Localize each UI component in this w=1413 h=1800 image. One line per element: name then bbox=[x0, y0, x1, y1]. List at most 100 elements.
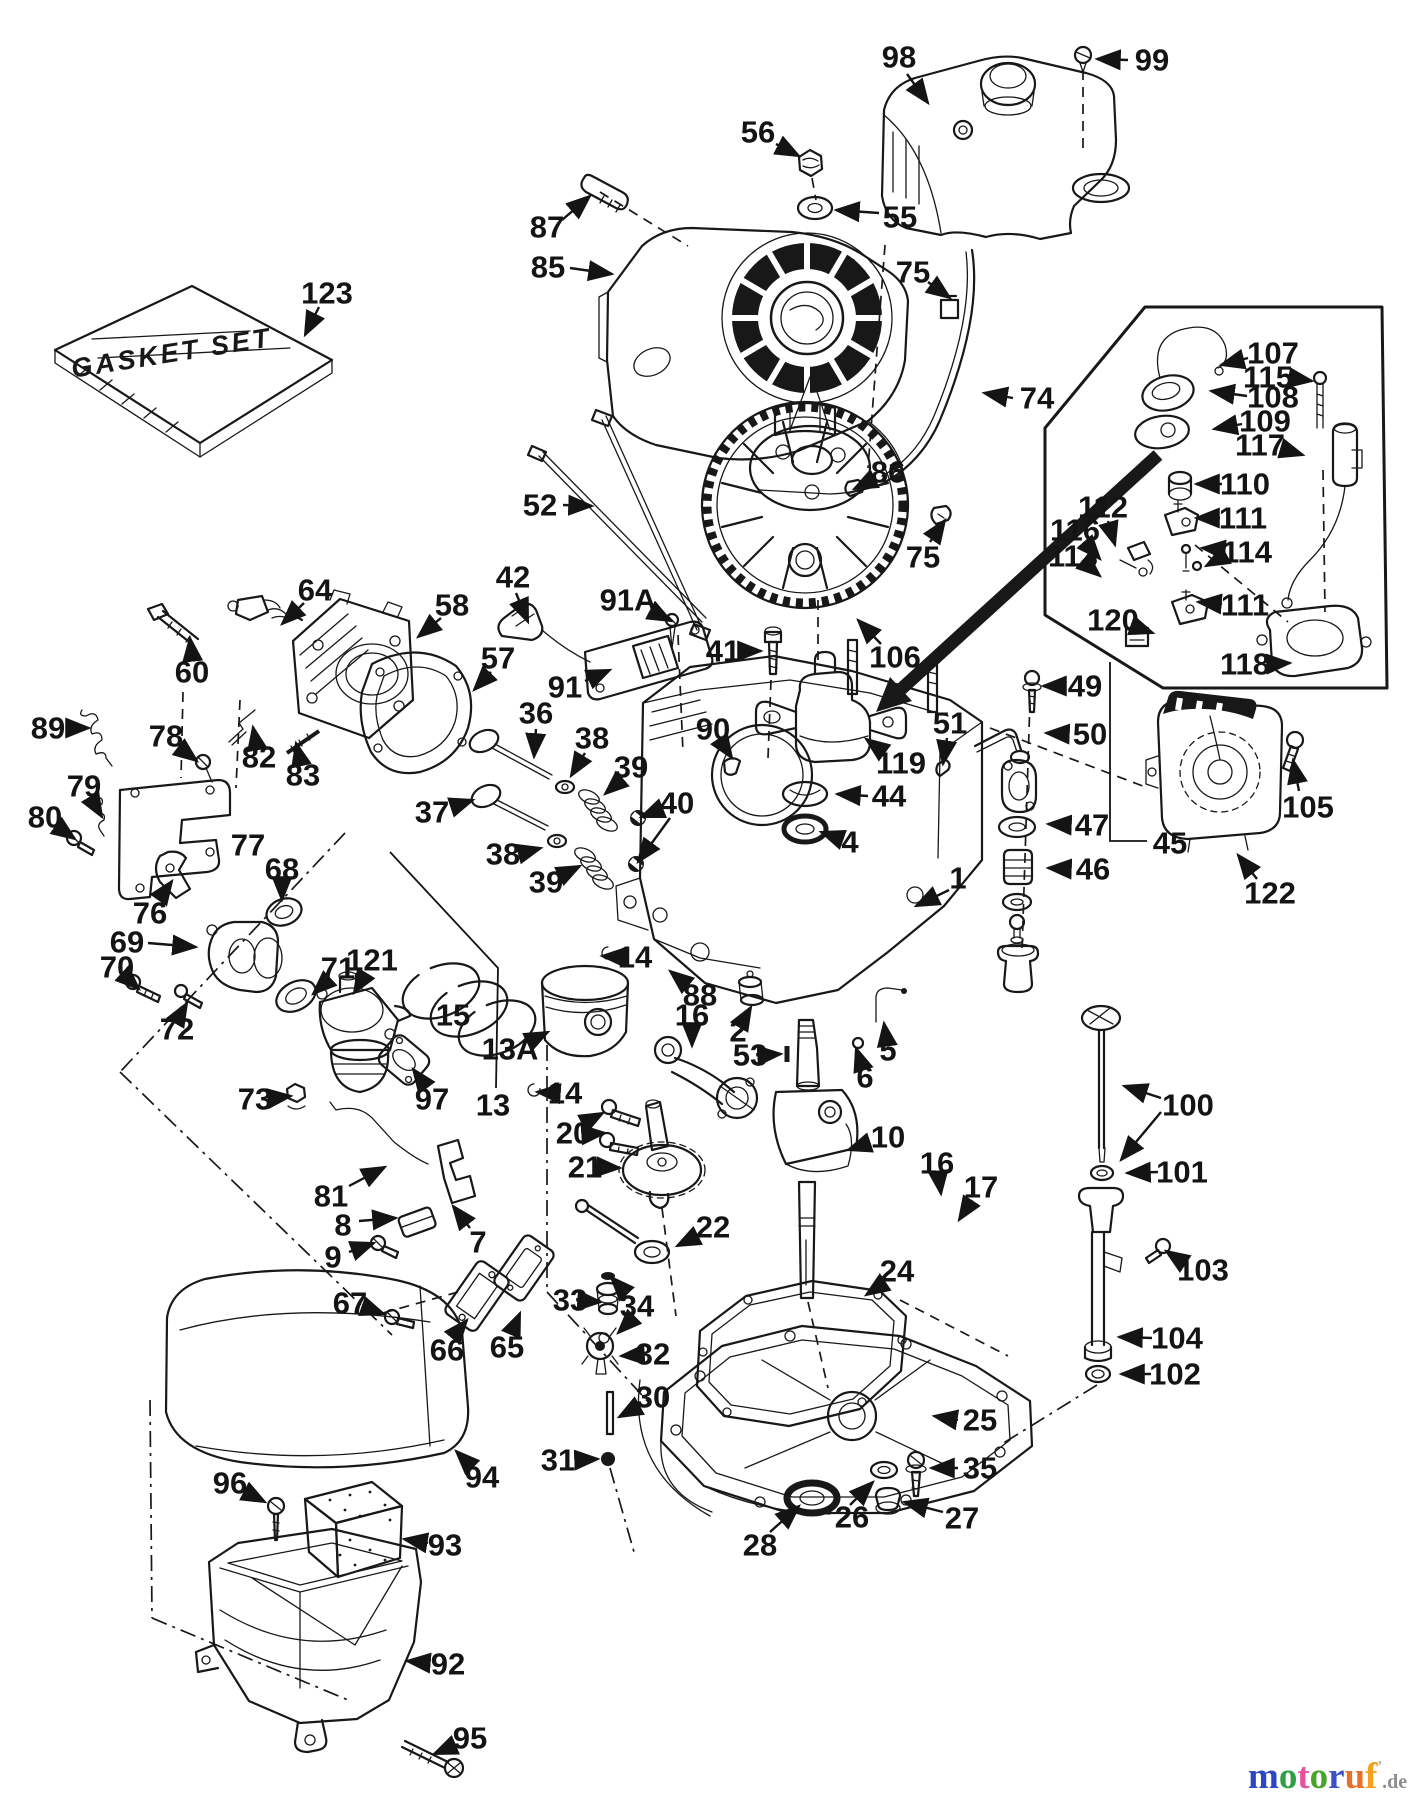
part-label-80-26: 80 bbox=[28, 800, 62, 835]
part-label-74-8: 74 bbox=[1020, 381, 1055, 416]
muffler-body-92 bbox=[194, 1527, 423, 1754]
part-label-121-34: 121 bbox=[346, 943, 398, 978]
leader-arrow-26-65 bbox=[848, 1480, 875, 1507]
leader-arrow-70-31 bbox=[114, 965, 141, 991]
part-label-115-103: 115 bbox=[1243, 360, 1293, 395]
part-label-103-99: 103 bbox=[1177, 1253, 1229, 1288]
part-label-123-6: 123 bbox=[301, 276, 353, 311]
leader-arrow-2-48 bbox=[729, 1004, 753, 1033]
part-label-107-102: 107 bbox=[1247, 336, 1299, 371]
bolts-20 bbox=[598, 1098, 642, 1157]
part-label-46-93: 46 bbox=[1076, 852, 1110, 887]
leader-arrow-38-41 bbox=[515, 843, 544, 865]
leader-arrow-24-62 bbox=[863, 1273, 892, 1297]
part-label-82-23: 82 bbox=[242, 740, 276, 775]
part-label-57-18: 57 bbox=[481, 641, 515, 676]
leader-arrow-66-74 bbox=[443, 1317, 469, 1346]
leader-arrow-65-73 bbox=[501, 1310, 522, 1339]
part-label-122-96: 122 bbox=[1244, 876, 1296, 911]
part-label-35-64: 35 bbox=[963, 1451, 997, 1486]
part-label-93-82: 93 bbox=[428, 1528, 462, 1563]
leader-arrow-38-39 bbox=[569, 750, 593, 779]
part-label-111-108: 111 bbox=[1219, 501, 1267, 536]
leader-arrow-71-33 bbox=[311, 970, 338, 996]
leader-arrow-32-70 bbox=[618, 1343, 646, 1366]
inset-pointer-arrow bbox=[876, 450, 1163, 712]
part-label-13A-58: 13A bbox=[482, 1032, 539, 1067]
ignition-coil bbox=[497, 602, 714, 701]
leader-arrow-113-111 bbox=[1075, 552, 1103, 578]
part-label-4-87: 4 bbox=[841, 825, 859, 860]
oil-pan-25 bbox=[637, 1324, 1034, 1517]
head-bolt-60 bbox=[146, 602, 200, 647]
part-label-75-7: 75 bbox=[896, 255, 930, 290]
part-label-14-45: 14 bbox=[618, 940, 653, 975]
leader-arrow-117-106 bbox=[1277, 438, 1306, 459]
leader-arrow-56-2 bbox=[773, 135, 802, 158]
leader-arrow-40-43 bbox=[636, 817, 671, 865]
leader-arrow-118-115 bbox=[1265, 653, 1293, 675]
logo-letter-u: u bbox=[1344, 1756, 1366, 1797]
part-label-77-27: 77 bbox=[231, 828, 265, 863]
leader-arrow-34-72 bbox=[609, 1275, 635, 1302]
oil-seal-4 bbox=[781, 813, 829, 845]
part-label-94-80: 94 bbox=[465, 1460, 500, 1495]
part-label-39-42: 39 bbox=[529, 865, 563, 900]
part-label-6-51: 6 bbox=[856, 1060, 873, 1095]
leader-arrow-28-67 bbox=[769, 1504, 801, 1533]
muffler-cover-94 bbox=[164, 1269, 470, 1469]
leader-arrow-75-7 bbox=[924, 275, 953, 300]
part-label-91-15: 91 bbox=[548, 670, 582, 705]
leader-arrow-81-79 bbox=[348, 1165, 388, 1188]
leader-arrow-98-0 bbox=[905, 73, 930, 106]
bolt-95 bbox=[400, 1739, 465, 1779]
leader-arrow-121-34 bbox=[352, 967, 376, 996]
part-label-118-115: 118 bbox=[1220, 647, 1270, 682]
leader-arrow-95-84 bbox=[431, 1735, 460, 1756]
carb-gasket-71 bbox=[275, 979, 317, 1013]
leader-arrow-21-56 bbox=[595, 1156, 623, 1178]
leader-arrow-51-88 bbox=[936, 737, 958, 767]
part-label-108-104: 108 bbox=[1247, 380, 1299, 415]
site-logo[interactable]: motoruf’.de bbox=[1248, 1758, 1407, 1795]
leader-arrow-108-104 bbox=[1208, 383, 1248, 405]
part-label-7-76: 7 bbox=[469, 1225, 486, 1260]
part-label-99-1: 99 bbox=[1135, 43, 1169, 78]
leader-arrow-100-97 bbox=[1121, 1083, 1162, 1104]
leader-arrow-94-80 bbox=[454, 1449, 481, 1476]
part-label-26-65: 26 bbox=[835, 1500, 869, 1535]
leader-arrow-9-78 bbox=[348, 1241, 377, 1261]
leader-arrow-101-98 bbox=[1124, 1161, 1159, 1183]
connecting-rod-16 bbox=[653, 1035, 759, 1120]
logo-letter-o: o bbox=[1278, 1756, 1298, 1797]
leader-arrow-1-89 bbox=[913, 886, 950, 908]
part-label-55-3: 55 bbox=[883, 200, 917, 235]
part-label-58-17: 58 bbox=[435, 588, 469, 623]
fan-slats bbox=[727, 238, 887, 398]
part-label-87-4: 87 bbox=[530, 210, 564, 245]
leader-arrow-90-44 bbox=[710, 732, 734, 761]
part-label-16-53: 16 bbox=[920, 1146, 954, 1181]
part-label-75-9: 75 bbox=[906, 540, 940, 575]
part-label-32-70: 32 bbox=[636, 1337, 670, 1372]
part-label-96-81: 96 bbox=[213, 1466, 247, 1501]
part-label-44-86: 44 bbox=[872, 779, 907, 814]
gasket-set-kit: GASKET SET bbox=[53, 284, 334, 458]
part-label-28-67: 28 bbox=[743, 1528, 777, 1563]
part-label-49-90: 49 bbox=[1068, 669, 1102, 704]
leader-arrow-112-109 bbox=[1098, 519, 1119, 548]
part-label-20-55: 20 bbox=[556, 1116, 590, 1151]
part-label-8-77: 8 bbox=[334, 1208, 351, 1243]
leader-arrow-10-52 bbox=[845, 1132, 874, 1153]
leader-arrow-60-20 bbox=[182, 635, 204, 663]
part-label-38-39: 38 bbox=[575, 721, 609, 756]
part-label-89-21: 89 bbox=[31, 711, 65, 746]
oil-pan-gasket-24 bbox=[695, 1279, 908, 1428]
leader-arrow-13A-58 bbox=[522, 1030, 551, 1053]
leader-arrow-123-6 bbox=[303, 306, 326, 338]
leader-arrow-111-113 bbox=[1195, 593, 1223, 615]
leader-arrow-16-53 bbox=[927, 1169, 949, 1197]
tank-screw-99 bbox=[1073, 45, 1093, 73]
leader-arrow-122-96 bbox=[1236, 852, 1262, 881]
